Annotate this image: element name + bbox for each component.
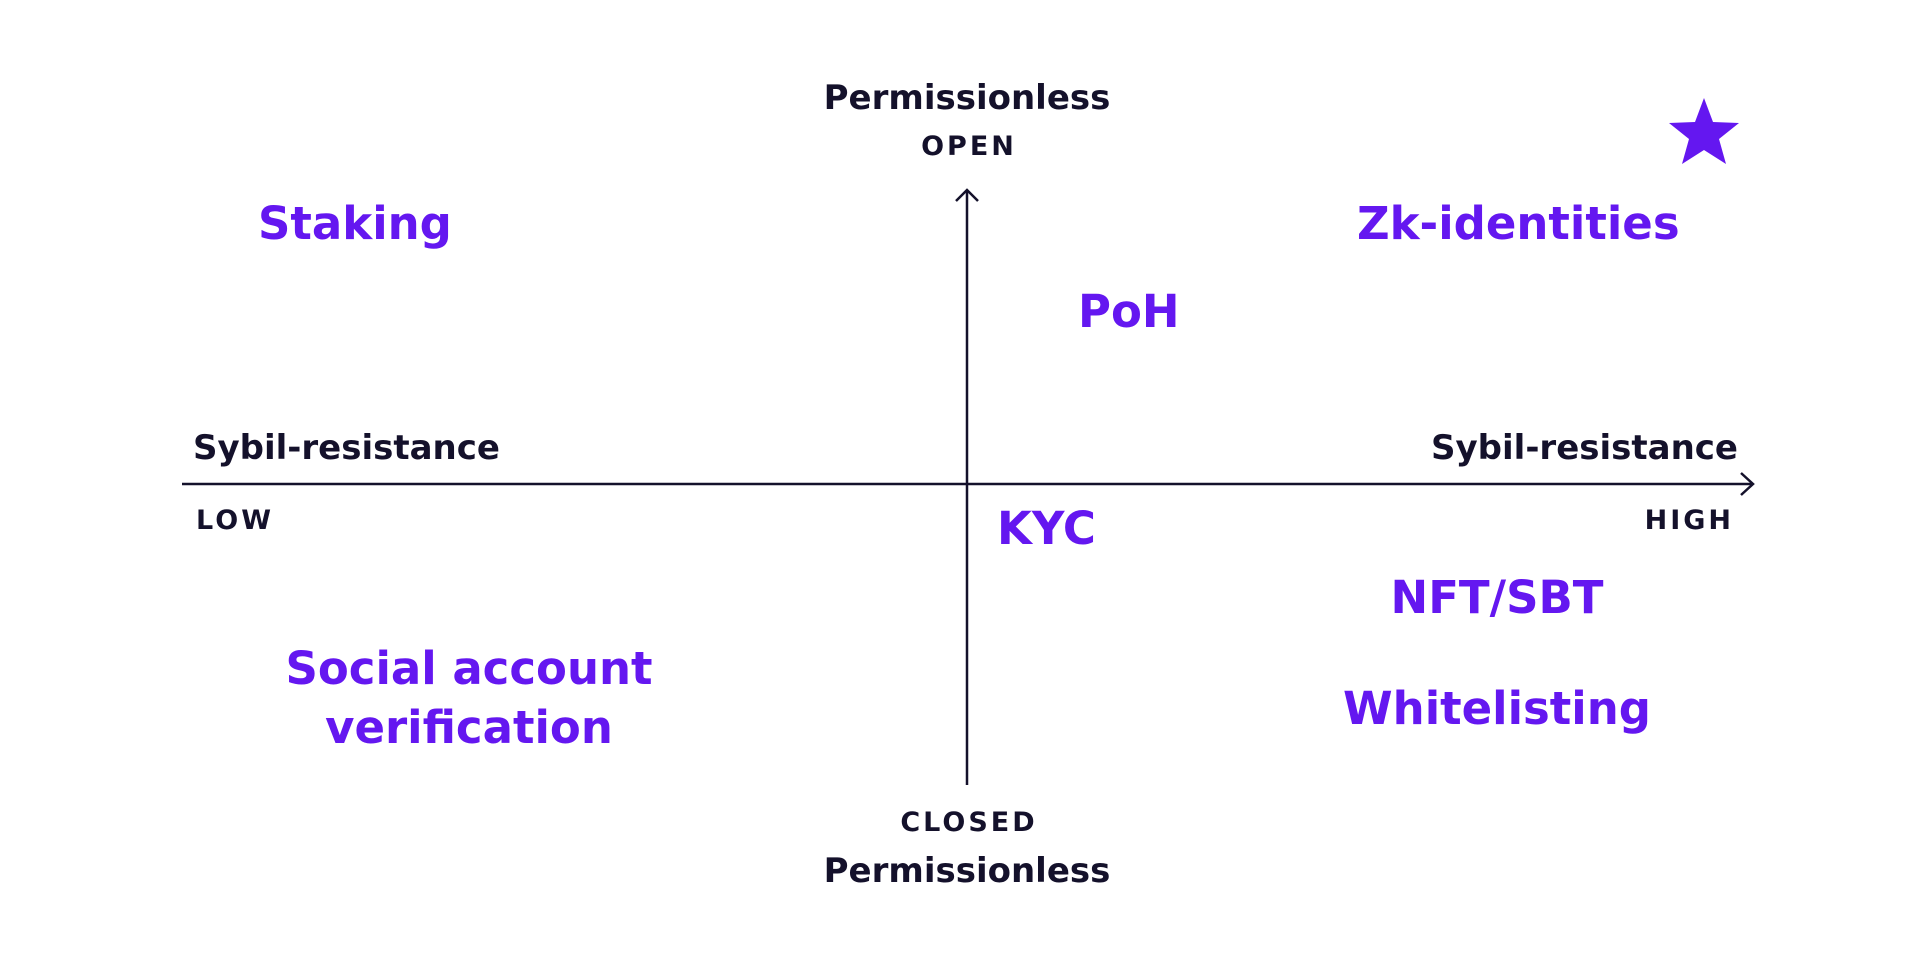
- item-zk-identities: Zk-identities: [1357, 197, 1680, 250]
- y-axis-top-cap: OPEN: [921, 131, 1017, 162]
- y-axis-bottom-title: Permissionless: [823, 851, 1111, 891]
- star-icon: [1669, 98, 1739, 164]
- y-axis-top-title: Permissionless: [823, 78, 1111, 118]
- x-axis-left-title: Sybil-resistance: [193, 428, 500, 468]
- item-staking: Staking: [258, 197, 452, 250]
- item-kyc: KYC: [997, 502, 1096, 555]
- item-social-account-verification: Social account verification: [285, 642, 653, 754]
- x-axis-left-cap: LOW: [196, 505, 274, 536]
- y-axis-arrowhead: [955, 188, 979, 202]
- x-axis-right-cap: HIGH: [1644, 505, 1734, 536]
- y-axis-bottom-cap: CLOSED: [900, 807, 1038, 838]
- x-axis-arrowhead: [1740, 472, 1755, 496]
- item-nft-sbt: NFT/SBT: [1390, 571, 1604, 624]
- item-whitelisting: Whitelisting: [1343, 682, 1651, 735]
- x-axis-right-title: Sybil-resistance: [1431, 428, 1738, 468]
- item-poh: PoH: [1078, 285, 1180, 338]
